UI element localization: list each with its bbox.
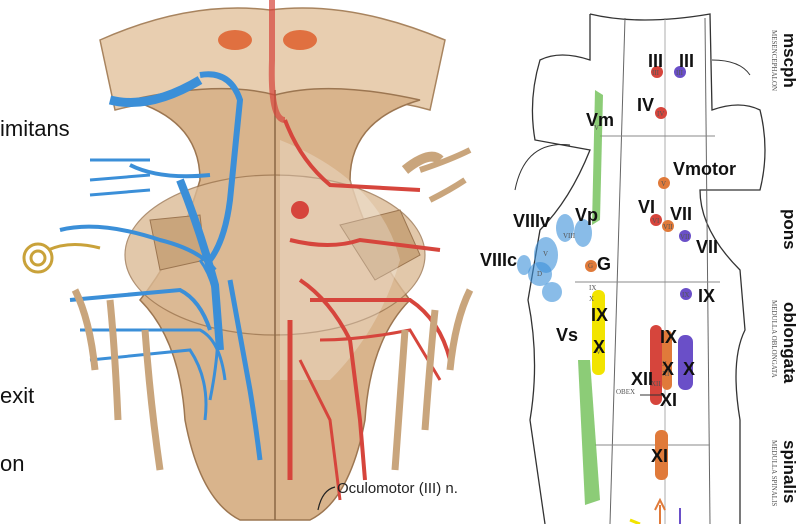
label-vp: Vp [575, 206, 598, 224]
label-vmotor: Vmotor [673, 160, 736, 178]
label-x-left: X [593, 338, 605, 356]
label-vs: Vs [556, 326, 578, 344]
label-iv: IV [637, 96, 654, 114]
label-x-center: X [662, 360, 674, 378]
label-vm: Vm [586, 111, 614, 129]
label-g: G [597, 255, 611, 273]
sub-medulla-spinalis: MEDULLA SPINALIS [770, 440, 778, 506]
label-ix-center: IX [660, 328, 677, 346]
mark-ix-2: IX [682, 291, 689, 299]
mark-vii-1: VII [663, 223, 673, 231]
mark-v-3: V [543, 250, 548, 258]
label-xii: XII [631, 370, 653, 388]
label-viiic: VIIIc [480, 251, 517, 269]
region-spinalis: spinalis [781, 440, 798, 503]
label-iii-right: III [679, 52, 694, 70]
label-x-right: X [683, 360, 695, 378]
label-vi: VI [638, 198, 655, 216]
sub-medulla-oblongata: MEDULLA OBLONGATA [770, 300, 778, 378]
mark-x-1: X [589, 295, 594, 303]
label-viiiv: VIIIv [513, 212, 550, 230]
label-vii-1: VII [670, 205, 692, 223]
mark-vi: VI [652, 217, 659, 225]
sub-mesencephalon: MESENCEPHALON [770, 30, 778, 91]
label-vii-2: VII [696, 238, 718, 256]
mark-viii: VIII [563, 232, 575, 240]
mark-iv: IV [657, 110, 664, 118]
label-ix-left: IX [591, 306, 608, 324]
label-xi-upper: XI [660, 391, 677, 409]
label-iii-left: III [648, 52, 663, 70]
region-mscph: mscph [781, 33, 798, 88]
mark-ix-1: IX [589, 284, 596, 292]
region-pons: pons [781, 209, 798, 250]
label-xi-lower: XI [651, 447, 668, 465]
mark-d: D [537, 270, 542, 278]
mark-vii-2: VII [680, 233, 690, 241]
mark-g: G [588, 262, 593, 270]
label-ix-right: IX [698, 287, 715, 305]
region-oblongata: oblongata [781, 302, 798, 383]
mark-v-2: V [661, 180, 666, 188]
obex-label: OBEX [616, 388, 635, 396]
